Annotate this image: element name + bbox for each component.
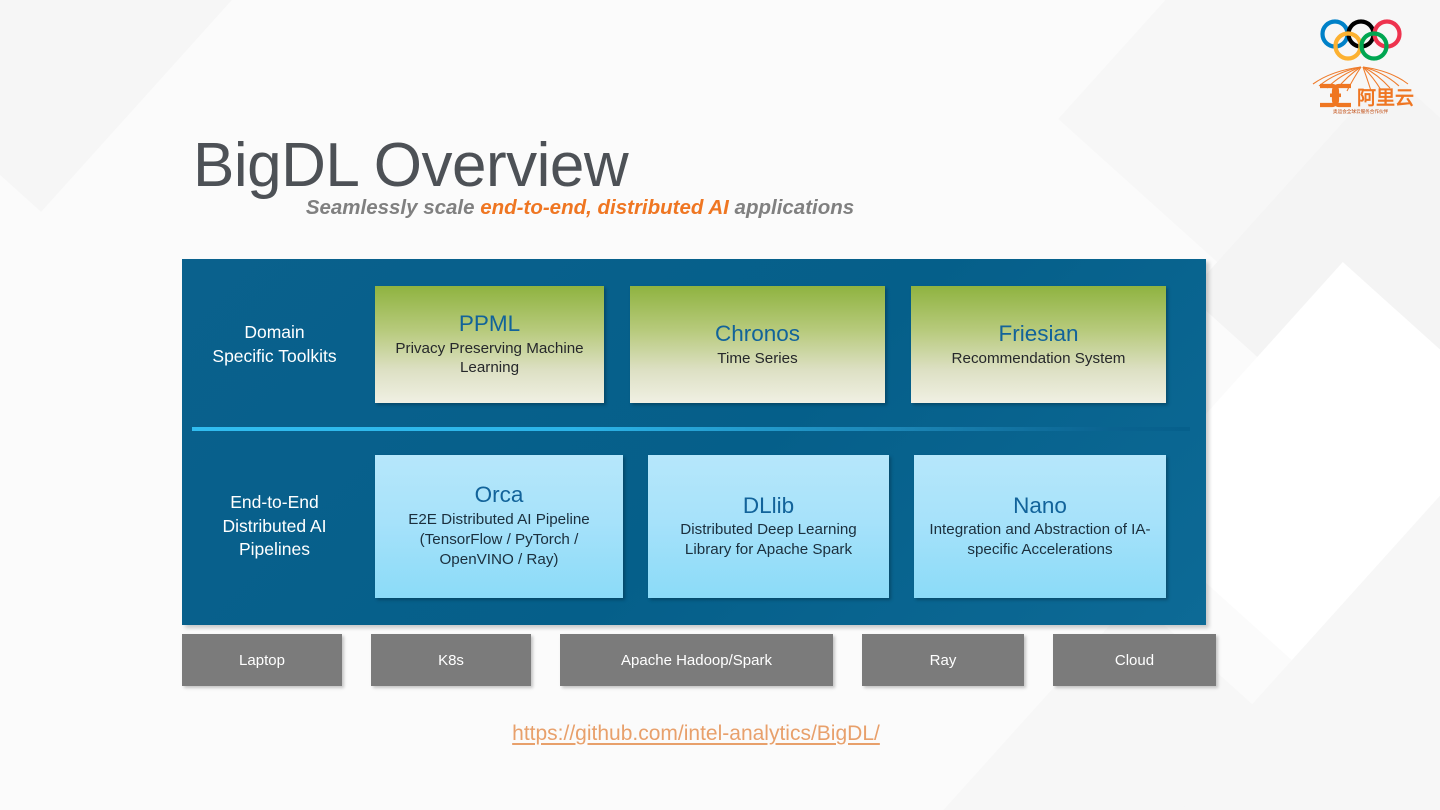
subtitle-suffix: applications: [728, 196, 855, 219]
tier-label-line: Pipelines: [238, 539, 311, 560]
bigdl-stack-panel: Domain Specific Toolkits PPML Privacy Pr…: [182, 259, 1206, 625]
box-description: Integration and Abstraction of IA-specif…: [929, 521, 1151, 559]
box-title: Orca: [474, 482, 524, 508]
alibaba-cloud-mark: [1320, 83, 1351, 108]
infra-box-apache-hadoop-spark[interactable]: Apache Hadoop/Spark: [560, 634, 833, 686]
tier-label-line: Domain: [244, 321, 305, 342]
pipeline-box-nano[interactable]: Nano Integration and Abstraction of IA-s…: [914, 455, 1166, 598]
tier-domain-specific-toolkits: Domain Specific Toolkits PPML Privacy Pr…: [182, 286, 1206, 403]
box-title: Chronos: [714, 320, 801, 346]
toolkit-boxes: PPML Privacy Preserving Machine Learning…: [375, 286, 1207, 403]
box-description: Privacy Preserving Machine Learning: [395, 339, 584, 377]
box-description: Time Series: [717, 349, 798, 367]
box-title: PPML: [458, 311, 521, 337]
toolkit-box-ppml[interactable]: PPML Privacy Preserving Machine Learning: [375, 286, 604, 403]
bg-shape-6: [933, 598, 1440, 810]
infra-label: Laptop: [239, 651, 285, 669]
pipeline-boxes: Orca E2E Distributed AI Pipeline (Tensor…: [375, 455, 1209, 598]
tier-label-line: Specific Toolkits: [212, 345, 337, 366]
infra-box-laptop[interactable]: Laptop: [182, 634, 342, 686]
toolkit-box-chronos[interactable]: Chronos Time Series: [630, 286, 885, 403]
repository-link[interactable]: https://github.com/intel-analytics/BigDL…: [512, 722, 880, 745]
tier-end-to-end-distributed-ai-pipelines: End-to-End Distributed AI Pipelines Orca…: [182, 455, 1206, 598]
repository-link-container: https://github.com/intel-analytics/BigDL…: [0, 722, 1440, 746]
box-description: E2E Distributed AI Pipeline (TensorFlow …: [408, 511, 590, 569]
bg-shape-2: [1188, 71, 1440, 469]
pipeline-box-dllib[interactable]: DLlib Distributed Deep Learning Library …: [648, 455, 889, 598]
subtitle-prefix: Seamlessly scale: [305, 196, 481, 219]
box-title: Nano: [1013, 492, 1067, 518]
box-title: Friesian: [998, 320, 1079, 346]
tier-divider-line: [192, 427, 1190, 431]
tier-label-line: End-to-End: [230, 491, 319, 512]
infra-label: K8s: [438, 651, 464, 669]
tier-label-end-to-end-pipelines: End-to-End Distributed AI Pipelines: [182, 491, 375, 562]
box-description: Recommendation System: [951, 349, 1126, 367]
box-description: Distributed Deep Learning Library for Ap…: [680, 521, 857, 559]
subtitle-accent: end-to-end, distributed AI: [480, 196, 729, 219]
infra-box-k8s[interactable]: K8s: [371, 634, 531, 686]
infra-label: Cloud: [1114, 651, 1155, 669]
bg-shape-5: [1220, 590, 1440, 810]
logo-tagline: 奥运会全球云服务合作伙伴: [1333, 108, 1389, 115]
logo-brand-text: 阿里云: [1357, 87, 1414, 109]
tier-label-line: Distributed AI: [222, 515, 327, 536]
toolkit-box-friesian[interactable]: Friesian Recommendation System: [911, 286, 1166, 403]
tier-label-domain-specific-toolkits: Domain Specific Toolkits: [182, 321, 375, 369]
infra-label: Ray: [929, 651, 957, 669]
infrastructure-row: Laptop K8s Apache Hadoop/Spark Ray Cloud: [182, 634, 1216, 686]
pipeline-box-orca[interactable]: Orca E2E Distributed AI Pipeline (Tensor…: [375, 455, 623, 598]
subtitle: Seamlessly scale end-to-end, distributed…: [0, 196, 1440, 220]
infra-box-ray[interactable]: Ray: [862, 634, 1024, 686]
page-title: BigDL Overview: [193, 130, 629, 200]
infra-label: Apache Hadoop/Spark: [621, 651, 772, 669]
infra-box-cloud[interactable]: Cloud: [1053, 634, 1216, 686]
alibaba-cloud-olympic-rings-logo: 阿里云 奥运会全球云服务合作伙伴: [1305, 12, 1430, 117]
box-title: DLlib: [742, 492, 795, 518]
